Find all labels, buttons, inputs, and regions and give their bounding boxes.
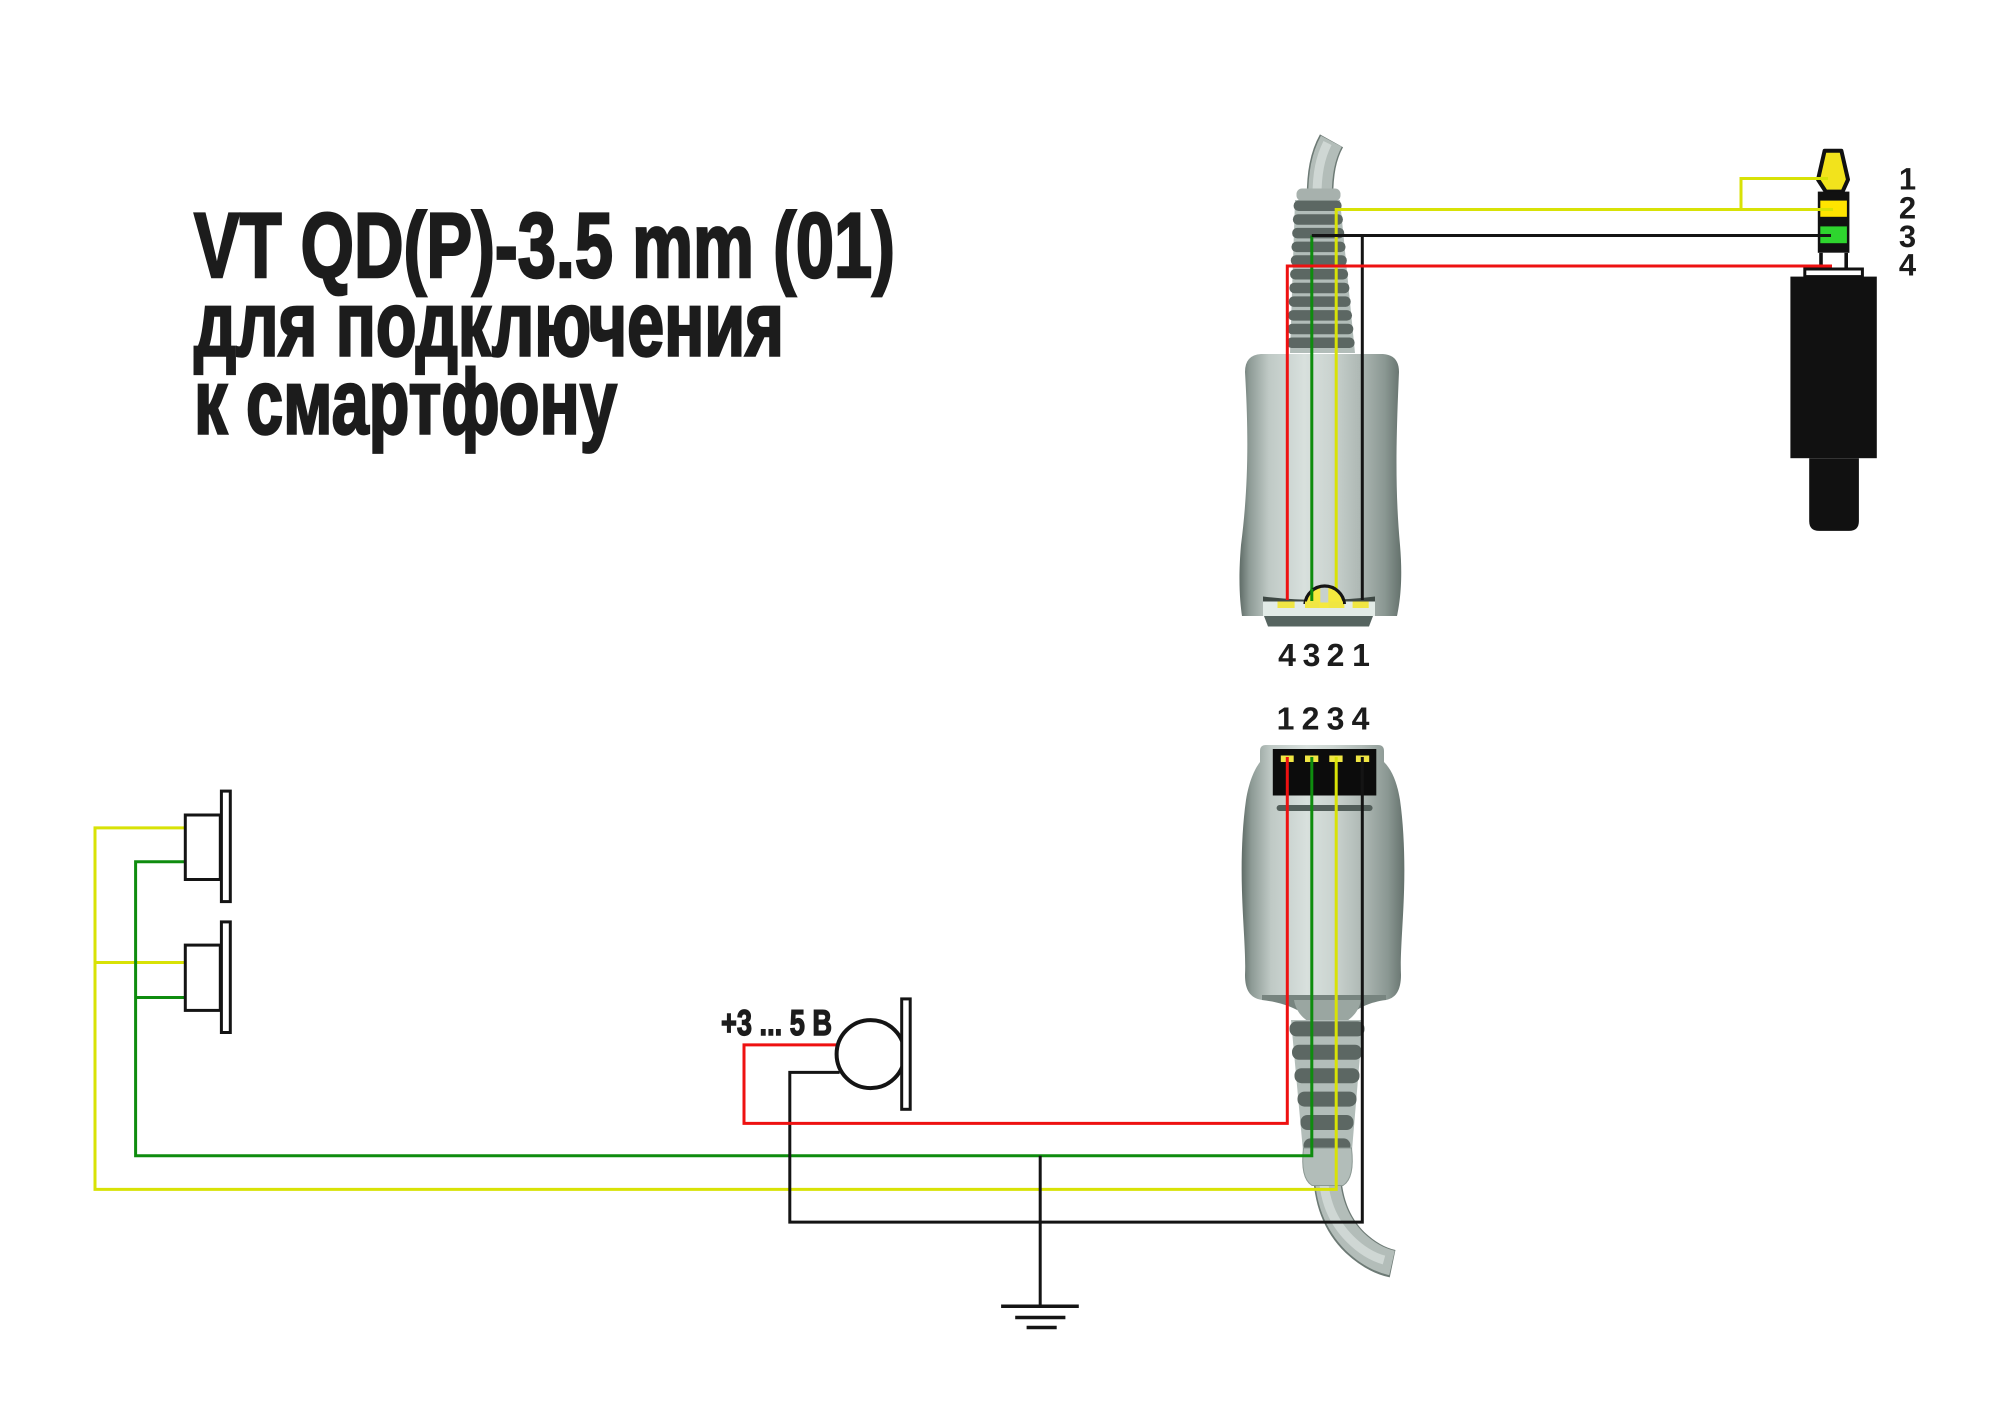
svg-text:1: 1 bbox=[1899, 162, 1916, 197]
svg-text:2: 2 bbox=[1327, 637, 1345, 673]
svg-text:4: 4 bbox=[1278, 637, 1296, 673]
svg-text:3: 3 bbox=[1899, 219, 1916, 254]
svg-text:1: 1 bbox=[1352, 637, 1370, 673]
svg-text:1: 1 bbox=[1277, 701, 1295, 737]
svg-text:2: 2 bbox=[1899, 191, 1916, 226]
svg-text:4: 4 bbox=[1899, 247, 1917, 282]
svg-text:3: 3 bbox=[1327, 701, 1345, 737]
svg-text:к смартфону: к смартфону bbox=[194, 352, 617, 454]
svg-text:4: 4 bbox=[1352, 701, 1370, 737]
svg-text:+3 ... 5 В: +3 ... 5 В bbox=[721, 1002, 832, 1043]
svg-text:3: 3 bbox=[1303, 637, 1321, 673]
svg-text:2: 2 bbox=[1302, 701, 1320, 737]
svg-text:VT QD(P)-3.5 mm (01): VT QD(P)-3.5 mm (01) bbox=[194, 195, 895, 297]
svg-text:для подключения: для подключения bbox=[194, 274, 784, 376]
